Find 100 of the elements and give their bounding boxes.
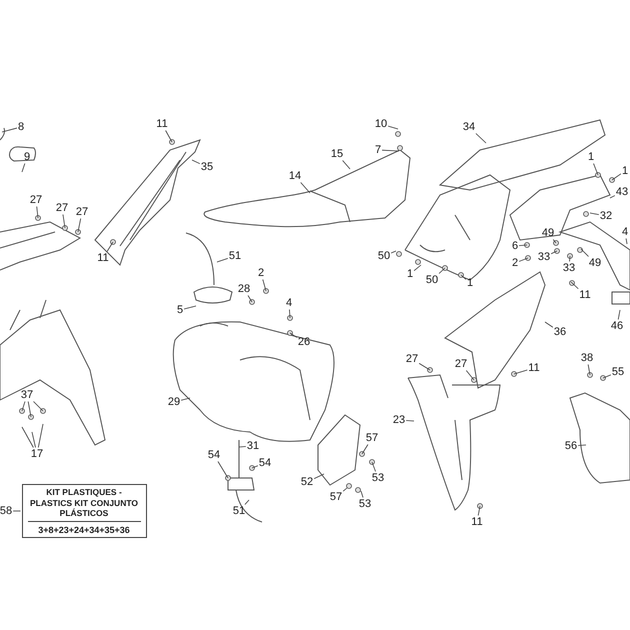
callout-number: 51 bbox=[232, 506, 246, 516]
callout-number: 49 bbox=[588, 258, 602, 268]
callout-number: 23 bbox=[392, 414, 406, 426]
leader-line bbox=[22, 426, 34, 448]
callout-number: 52 bbox=[300, 476, 314, 488]
leader-line bbox=[362, 444, 368, 454]
kit-title: KIT PLASTIQUES - PLASTICS KIT CONJUNTO PLÁSTICOS bbox=[28, 487, 140, 522]
leader-line bbox=[514, 370, 528, 374]
leader-line bbox=[252, 465, 258, 468]
callout-number: 11 bbox=[471, 516, 483, 528]
leader-line bbox=[12, 510, 21, 512]
callout-number: 38 bbox=[580, 352, 594, 364]
callout-number: 55 bbox=[612, 366, 624, 378]
leader-line bbox=[388, 126, 398, 130]
callout-number: 26 bbox=[298, 336, 310, 348]
leader-line bbox=[382, 150, 400, 152]
leader-line bbox=[390, 250, 396, 254]
leader-line bbox=[28, 401, 32, 418]
leader-line bbox=[418, 362, 430, 370]
callout-number: 51 bbox=[228, 250, 242, 262]
leader-line bbox=[618, 310, 620, 320]
leader-line bbox=[36, 206, 38, 218]
callout-number: 35 bbox=[200, 162, 214, 172]
callout-number: 28 bbox=[238, 284, 250, 294]
leader-line bbox=[165, 130, 172, 142]
callout-number: 31 bbox=[246, 440, 260, 452]
callout-number: 29 bbox=[168, 396, 180, 408]
callout-number: 17 bbox=[30, 448, 44, 460]
leader-line bbox=[238, 446, 246, 448]
leader-line bbox=[218, 461, 228, 478]
callout-number: 34 bbox=[462, 122, 476, 132]
leader-line bbox=[569, 256, 570, 262]
callout-number: 4 bbox=[622, 226, 628, 238]
callout-number: 8 bbox=[18, 122, 24, 132]
callout-number: 5 bbox=[176, 304, 184, 316]
kit-parts-list: 3+8+23+24+34+35+36 bbox=[26, 522, 142, 536]
leader-line bbox=[32, 432, 36, 448]
leader-line bbox=[62, 214, 66, 228]
callout-number: 27 bbox=[56, 202, 68, 214]
leader-line bbox=[248, 295, 252, 302]
callout-number: 32 bbox=[600, 210, 612, 222]
callout-number: 1 bbox=[588, 152, 594, 162]
leader-line bbox=[262, 279, 266, 292]
leader-line bbox=[552, 239, 556, 244]
leader-line bbox=[602, 374, 612, 378]
callout-number: 14 bbox=[288, 170, 302, 182]
leader-line bbox=[314, 474, 324, 480]
leader-line bbox=[570, 282, 579, 290]
callout-number: 27 bbox=[30, 194, 42, 206]
leader-line bbox=[580, 248, 589, 257]
leader-line bbox=[192, 160, 200, 164]
leader-line bbox=[476, 133, 486, 144]
callout-number: 57 bbox=[366, 432, 378, 444]
callout-number: 1 bbox=[466, 278, 474, 288]
leader-line bbox=[342, 160, 350, 170]
leader-line bbox=[478, 506, 480, 516]
leader-line bbox=[406, 420, 414, 422]
leader-line bbox=[466, 370, 474, 380]
leader-line bbox=[180, 398, 190, 401]
callout-number: 58 bbox=[0, 506, 12, 516]
callout-number: 53 bbox=[358, 498, 372, 510]
leader-line bbox=[300, 182, 310, 194]
leader-line bbox=[216, 258, 228, 262]
leader-line bbox=[518, 244, 528, 246]
callout-number: 46 bbox=[610, 320, 624, 332]
callout-number: 27 bbox=[454, 358, 468, 370]
leader-line bbox=[106, 242, 114, 252]
leader-line bbox=[590, 212, 600, 216]
callout-number: 43 bbox=[616, 186, 628, 198]
leader-line bbox=[438, 268, 446, 274]
kit-table bbox=[22, 484, 146, 538]
leader-line bbox=[289, 309, 290, 318]
leader-line bbox=[593, 163, 598, 176]
leader-line bbox=[33, 401, 44, 412]
leader-line bbox=[360, 490, 364, 498]
callout-number: 33 bbox=[562, 262, 576, 274]
callout-number: 15 bbox=[330, 148, 344, 160]
callout-number: 50 bbox=[378, 250, 390, 262]
callout-number: 33 bbox=[538, 252, 550, 262]
leader-line bbox=[22, 401, 26, 412]
leader-line bbox=[588, 364, 590, 376]
leader-line bbox=[2, 128, 18, 132]
leader-line bbox=[550, 250, 558, 254]
leader-line bbox=[610, 195, 616, 198]
callout-number: 1 bbox=[622, 166, 628, 176]
leader-line bbox=[612, 173, 622, 180]
callout-number: 4 bbox=[286, 298, 292, 308]
callout-number: 9 bbox=[24, 152, 30, 162]
callout-number: 54 bbox=[208, 450, 220, 460]
leader-line bbox=[578, 444, 586, 446]
leader-line bbox=[372, 462, 376, 472]
callout-number: 6 bbox=[512, 240, 518, 252]
callout-number: 2 bbox=[512, 258, 518, 268]
callout-number: 54 bbox=[258, 458, 272, 468]
callout-number: 27 bbox=[406, 354, 418, 364]
leader-line bbox=[460, 274, 466, 280]
leader-line bbox=[184, 306, 196, 310]
leader-line bbox=[244, 500, 250, 505]
leader-line bbox=[626, 238, 628, 244]
callout-number: 10 bbox=[374, 118, 388, 130]
